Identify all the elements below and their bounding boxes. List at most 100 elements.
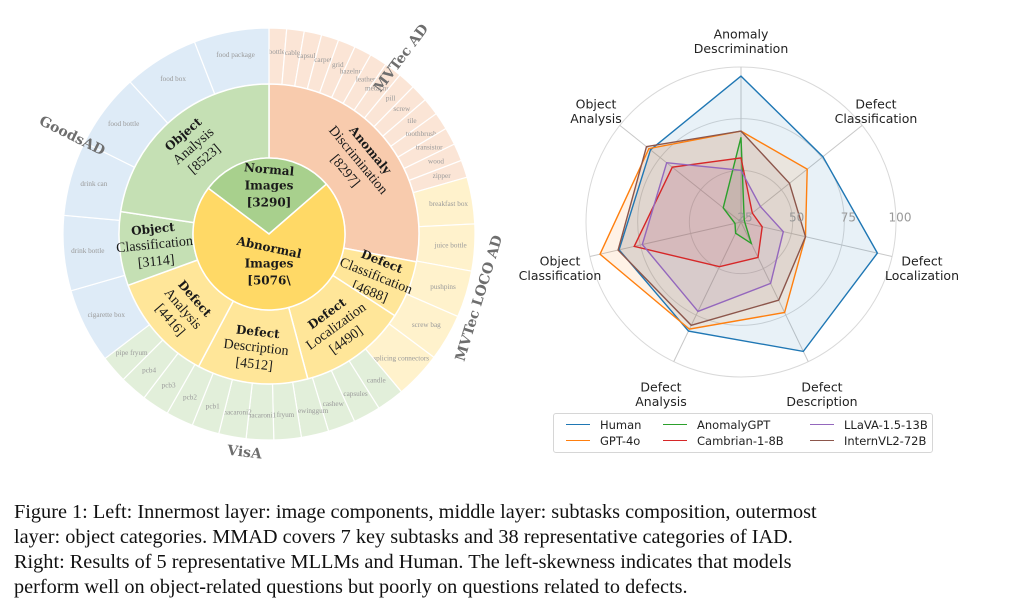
legend-swatch — [663, 424, 687, 425]
category-label-drink-bottle: drink bottle — [71, 247, 104, 255]
series-fill-cambrian-1-8b — [634, 157, 763, 267]
radar-axis-label-defect-classification: Classification — [835, 111, 918, 126]
category-label-tile: tile — [407, 117, 416, 125]
radar-axis-label-object-classification: Object — [540, 254, 581, 269]
legend-label: AnomalyGPT — [697, 417, 771, 432]
radar-axis-labels: AnomalyDescriminationDefectClassificatio… — [519, 27, 959, 410]
radar-axis-label-defect-analysis: Analysis — [635, 394, 687, 409]
category-label-splicing-connectors: splicing connectors — [373, 355, 429, 363]
category-label-food-bottle: food bottle — [108, 120, 139, 128]
series-line-human — [618, 75, 879, 353]
category-label-cigarette-box: cigarette box — [88, 311, 126, 319]
image-label-count: [3290] — [247, 196, 292, 210]
category-label-cable: cable — [285, 49, 300, 57]
category-label-food-package: food package — [216, 51, 255, 59]
category-label-candle: candle — [367, 377, 386, 385]
category-label-macaroni2: macaroni2 — [221, 409, 252, 417]
category-label-leather: leather — [356, 75, 376, 83]
series-line-anomalygpt — [722, 137, 753, 246]
legend-swatch — [566, 440, 590, 441]
subtask-label-bold: Object — [131, 220, 176, 238]
radar-axis-label-defect-classification: Defect — [855, 97, 896, 112]
category-label-toothbrush: toothbrush — [406, 130, 437, 138]
caption-line: Right: Results of 5 representative MLLMs… — [14, 551, 792, 573]
radar-rtick-50: 50 — [789, 211, 804, 225]
series-fill-gpt-4o — [600, 131, 808, 330]
image-label-count: [5076\ — [247, 274, 291, 288]
category-label-capsule: capsule — [297, 52, 319, 60]
subtask-label-count: [3114] — [137, 253, 175, 272]
category-label-grid: grid — [332, 61, 344, 69]
series-fill-human — [619, 76, 878, 352]
radar-rtick-100: 100 — [889, 211, 912, 225]
category-label-pcb3: pcb3 — [162, 381, 176, 389]
category-label-transistor: transistor — [416, 143, 443, 151]
legend-label: InternVL2-72B — [844, 433, 927, 448]
radar-spoke — [619, 124, 742, 223]
legend-swatch — [810, 440, 834, 441]
legend-label: GPT-4o — [600, 433, 641, 448]
category-label-pcb1: pcb1 — [206, 403, 220, 411]
series-fill-internvl2-72b — [618, 131, 806, 326]
radar-spoke — [673, 221, 742, 362]
legend-item-internvl: InternVL2-72B — [810, 433, 926, 448]
category-label-drink-can: drink can — [80, 180, 107, 188]
radar-axis-label-defect-description: Description — [786, 394, 857, 409]
category-label-pipe-fryum: pipe fryum — [116, 349, 148, 357]
category-label-bottle: bottle — [269, 48, 285, 56]
radar-axis-label-object-analysis: Object — [576, 97, 617, 112]
series-fill-llava-1-5-13b — [642, 162, 784, 312]
legend-swatch — [663, 440, 687, 441]
category-label-screw: screw — [393, 105, 411, 113]
radar-rticks: 25 50 75 100 — [737, 211, 911, 225]
category-label-metal-nut: metal nut — [365, 84, 392, 92]
category-label-fryum: fryum — [277, 411, 295, 419]
category-label-hazelnut: hazelnut — [340, 68, 364, 76]
series-line-cambrian-1-8b — [633, 157, 763, 268]
series-line-llava-1-5-13b — [641, 161, 785, 313]
radar-axis-label-defect-analysis: Defect — [640, 380, 681, 395]
radar-axis-label-defect-description: Defect — [801, 380, 842, 395]
radar-axis-label-object-analysis: Analysis — [570, 111, 622, 126]
middle-ring-subtasks: AnomalyDiscrimination[8297]DefectClassif… — [115, 83, 420, 385]
image-label-line2: Images — [245, 257, 294, 271]
figure-caption: Figure 1: Left: Innermost layer: image c… — [14, 500, 1004, 600]
subtask-label-bold: Defect — [235, 322, 280, 341]
legend-item-llava: LLaVA-1.5-13B — [810, 417, 928, 432]
legend-label: LLaVA-1.5-13B — [844, 417, 928, 432]
category-label-macaroni1: macaroni1 — [246, 411, 277, 419]
radar-axis-label-object-classification: Classification — [519, 268, 602, 283]
caption-line: layer: object categories. MMAD covers 7 … — [14, 526, 793, 548]
category-label-food-box: food box — [160, 75, 186, 83]
radar-grid — [585, 66, 897, 378]
image-segment-abnormal — [192, 183, 346, 311]
legend-item-anomalygpt: AnomalyGPT — [663, 417, 770, 432]
radar-spoke — [740, 221, 893, 257]
category-label-pcb2: pcb2 — [183, 394, 197, 402]
category-label-capsules: capsules — [343, 390, 368, 398]
radar-series — [599, 75, 879, 353]
radar-axis-label-defect-localization: Defect — [901, 254, 942, 269]
caption-line: perform well on object-related questions… — [14, 576, 688, 598]
radar-rtick-75: 75 — [841, 211, 856, 225]
image-label-line1: Normal — [243, 160, 295, 178]
radar-spoke — [589, 221, 742, 257]
category-label-pill: pill — [386, 94, 396, 102]
category-label-screw-bag: screw bag — [412, 321, 441, 329]
legend-item-gpt4o: GPT-4o — [566, 433, 640, 448]
subtask-label-name: Description — [223, 337, 290, 359]
radar-axis-label-anomaly-descrimination: Descrimination — [694, 41, 789, 56]
radar-rtick-25: 25 — [737, 211, 752, 225]
category-label-pushpins: pushpins — [430, 283, 456, 291]
category-label-cashew: cashew — [323, 400, 345, 408]
caption-line: Figure 1: Left: Innermost layer: image c… — [14, 501, 817, 523]
subtask-label-count: [4512] — [235, 355, 274, 374]
dataset-label-visa: VisA — [225, 443, 263, 463]
radar-axis-label-anomaly-descrimination: Anomaly — [714, 27, 769, 42]
radar-spoke — [740, 221, 809, 362]
legend-label: Human — [600, 417, 642, 432]
